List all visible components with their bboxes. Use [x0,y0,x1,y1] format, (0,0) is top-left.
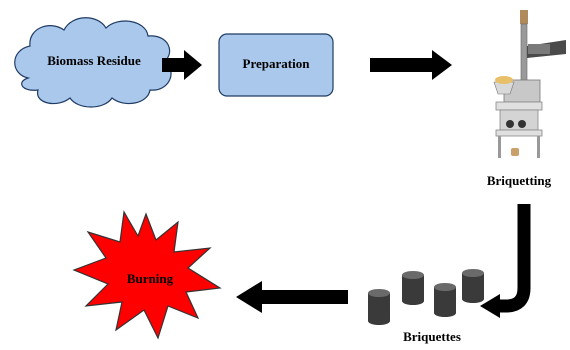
machine-handle-top [520,10,528,24]
machine-table [495,101,543,111]
biomass-residue-label: Biomass Residue [47,53,141,68]
arrow-right-icon [370,50,452,80]
briquette-icon [462,269,484,303]
briquetting-machine-icon: Briquetting [487,10,566,188]
machine-bolt [518,120,526,128]
briquetting-label: Briquetting [487,173,552,188]
preparation-rect [218,33,334,97]
preparation-label: Preparation [243,56,311,71]
arrow-left-icon [236,281,348,313]
briquettes-group: Briquettes [368,269,484,344]
burst-shape [72,210,222,340]
biomass-residue-cloud: Biomass Residue [14,17,172,108]
machine-leg [498,136,501,158]
briquette-icon [368,289,390,325]
briquette-icon [402,271,424,305]
arrow-bend-icon [498,204,531,313]
briquettes-label: Briquettes [403,329,461,344]
machine-leg [537,136,540,158]
machine-lever-joint [528,44,550,54]
arrow-right-icon [162,50,202,80]
machine-rod [520,23,528,83]
machine-mold [499,109,539,131]
arrow-bend-head [480,294,500,318]
machine-output-briquette [511,148,519,156]
briquette-icon [434,283,456,317]
machine-bolt [506,120,514,128]
machine-hopper-feed [495,76,513,84]
machine-base-plate [495,129,543,137]
burning-burst: Burning [72,210,222,340]
burning-label: Burning [127,271,174,286]
preparation-box: Preparation [218,33,334,97]
